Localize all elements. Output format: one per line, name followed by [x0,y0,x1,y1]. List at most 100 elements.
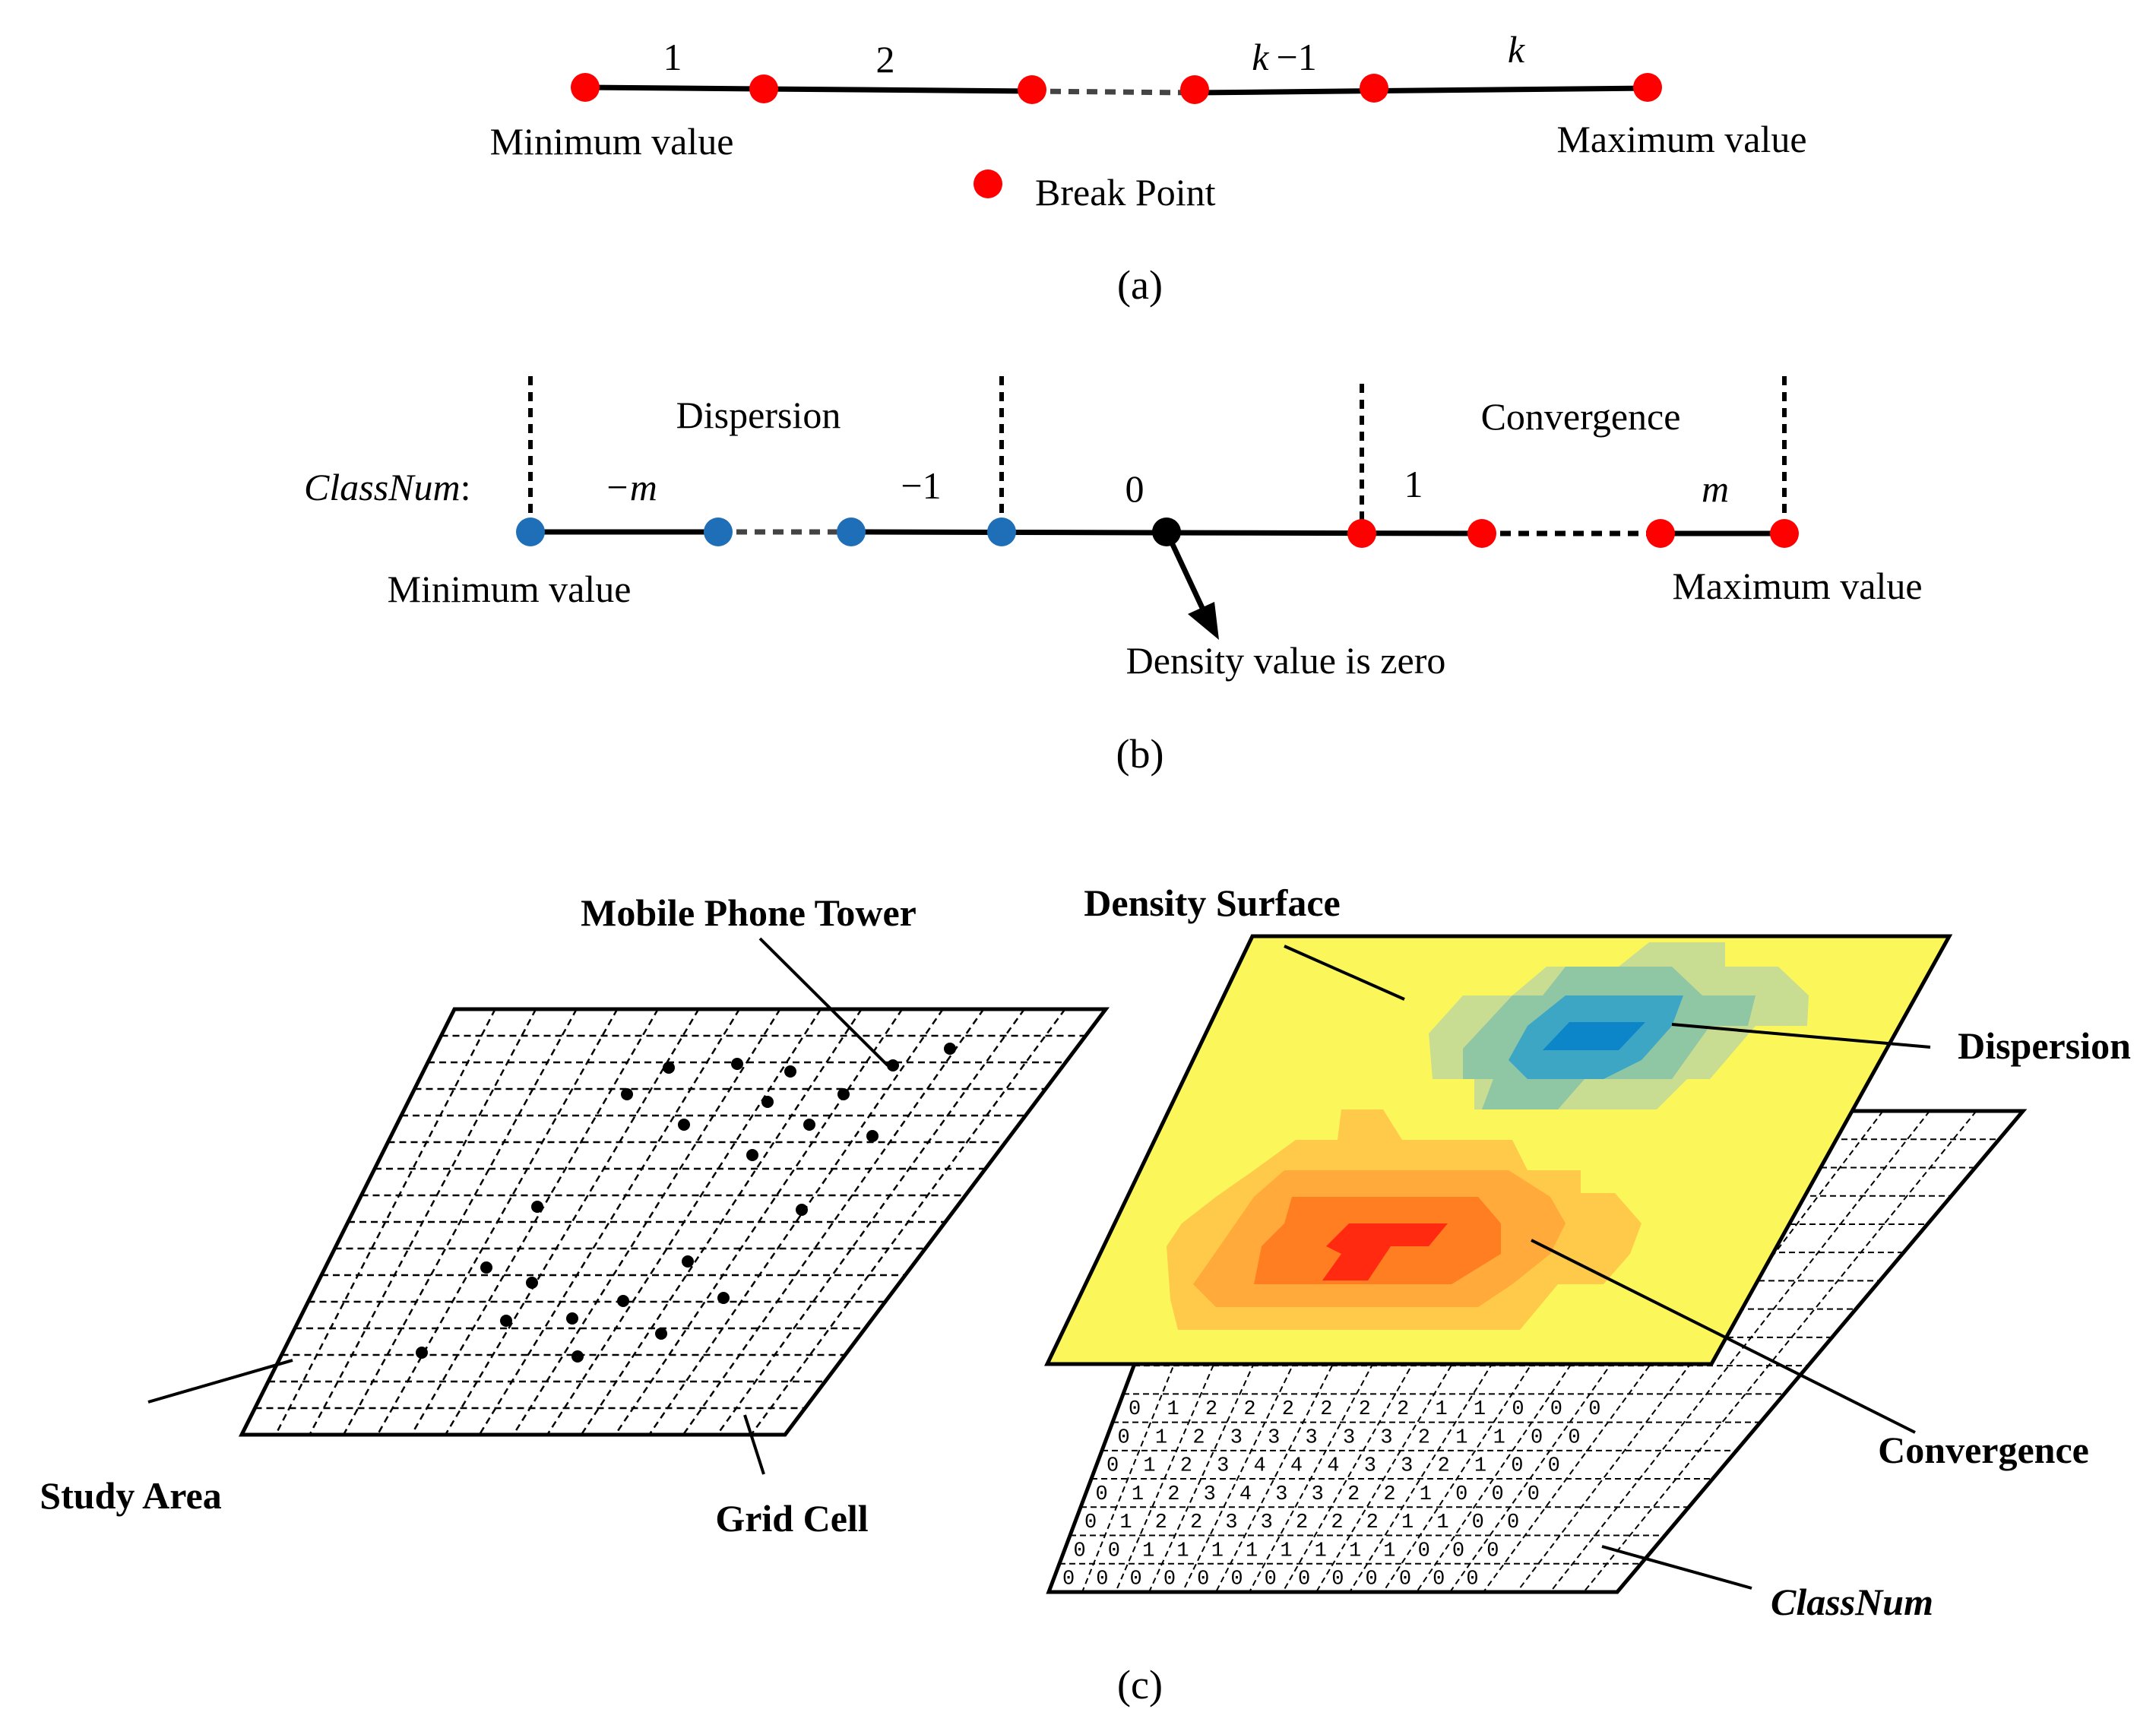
classnum-cell: 1 [1420,1483,1432,1506]
class-label-neg-1: −1 [901,464,941,507]
grid-col-line [682,1008,985,1435]
classnum-leader-line [1601,1545,1752,1590]
classnum-cell: 1 [1211,1540,1224,1562]
zero-arrow-shaft [1167,538,1205,609]
tower-dot [837,1088,850,1100]
class-point-pos-1 [1347,519,1376,548]
classnum-cell: 0 [1588,1398,1600,1421]
classnum-cell: 0 [1062,1568,1075,1591]
classnum-cell: 2 [1383,1483,1395,1506]
break-point-4 [1180,75,1209,104]
classnum-cell: 2 [1205,1398,1217,1421]
class-point-neg-m [516,518,545,546]
grid-col-line [716,1008,1025,1435]
tower-dot [784,1065,796,1078]
classnum-cell: 1 [1455,1426,1467,1449]
classnum-cell: 2 [1155,1511,1167,1534]
classnum-cell: 1 [1132,1483,1144,1506]
tower-dot [617,1295,629,1307]
dispersion-leader-line [1671,1023,1931,1049]
dispersion-zone [1429,942,1809,1109]
class-label-pos-1: 1 [1404,463,1423,505]
grid-col-line [478,1008,741,1435]
classnum-col-line [1583,1110,1977,1593]
grid-col-line [648,1008,944,1435]
density-surface-label: Density Surface [1084,881,1340,924]
legend-break-point-label: Break Point [1035,171,1216,214]
classnum-cell: 3 [1306,1426,1318,1449]
classnum-cell: 0 [1298,1568,1310,1591]
classnum-col-line [1550,1110,1930,1593]
classnum-cell: 0 [1550,1398,1562,1421]
grid-col-line [410,1008,659,1435]
grid-col-line [512,1008,781,1435]
classnum-cell: 1 [1493,1426,1505,1449]
classnum-cell: 1 [1142,1540,1154,1562]
classnum-cell: 0 [1130,1568,1142,1591]
study-area-grid [238,1007,1110,1437]
classnum-cell: 3 [1380,1426,1392,1449]
density-surface [1044,934,1953,1366]
classnum-cell: 0 [1548,1455,1560,1478]
grid-col-line [614,1008,904,1435]
classnum-cell: 3 [1312,1483,1324,1506]
classnum-cell: 0 [1096,1568,1108,1591]
tower-dot [866,1130,879,1142]
grid-col-line [750,1008,1066,1435]
classnum-cell: 0 [1331,1568,1344,1591]
classnum-cell: 3 [1217,1455,1229,1478]
classnum-cell: 0 [1528,1483,1540,1506]
tower-leader-line [758,937,889,1067]
class-point-neg-1 [987,518,1016,546]
classnum-cell: 0 [1118,1426,1130,1449]
classnum-cell: 0 [1084,1511,1097,1534]
panel-b: Dispersion Convergence ClassNum: −m −1 0… [304,376,1923,777]
min-value-label-b: Minimum value [388,568,632,610]
classnum-label-b: ClassNum: [304,466,471,508]
density-surface-leader-line [1284,945,1405,1001]
classnum-cell: 1 [1167,1398,1179,1421]
max-value-label: Maximum value [1556,118,1806,160]
classnum-cell: 0 [1366,1568,1378,1591]
classnum-cell: 0 [1265,1568,1277,1591]
caption-c: (c) [1117,1662,1163,1708]
classnum-cell: 4 [1254,1455,1266,1478]
scale-line-left [584,84,1033,94]
grid-cell-leader-line [743,1414,765,1475]
class-point-neg-2 [704,518,733,546]
break-point-3 [1018,75,1046,104]
classnum-cell: 3 [1261,1511,1273,1534]
grid-col-line [580,1008,863,1435]
classnum-cell: 1 [1383,1540,1395,1562]
class-label-zero: 0 [1125,467,1144,510]
segment-label-k-minus-1: k−1 [1252,36,1316,78]
break-point-2 [749,74,778,103]
study-area-label: Study Area [40,1474,221,1517]
classnum-cell: 1 [1474,1398,1486,1421]
classnum-cell: 2 [1397,1398,1409,1421]
classnum-cell: 3 [1230,1426,1243,1449]
classnum-cell: 3 [1401,1455,1413,1478]
grid-lines [255,1008,1086,1435]
classnum-cell: 1 [1246,1540,1258,1562]
tower-dot [796,1204,808,1216]
classnum-cell: 0 [1507,1511,1519,1534]
break-point-1 [571,73,600,102]
classnum-cell: 2 [1320,1398,1332,1421]
class-point-pos-3 [1646,519,1675,548]
panel-c: Mobile Phone Tower Study Area Grid Cell … [40,881,2131,1708]
classnum-cell: 0 [1399,1568,1411,1591]
break-point-6 [1633,73,1662,102]
caption-b: (b) [1116,731,1164,777]
classnum-cell: 0 [1433,1568,1445,1591]
classnum-cell: 2 [1282,1398,1294,1421]
tower-dot [655,1328,667,1340]
max-value-label-b: Maximum value [1672,565,1922,607]
classnum-cell: 2 [1437,1455,1449,1478]
convergence-label-b: Convergence [1481,395,1681,438]
caption-a: (a) [1117,262,1163,308]
tower-label: Mobile Phone Tower [581,891,917,934]
classnum-cell: 2 [1190,1511,1202,1534]
classnum-cell: 0 [1466,1568,1478,1591]
